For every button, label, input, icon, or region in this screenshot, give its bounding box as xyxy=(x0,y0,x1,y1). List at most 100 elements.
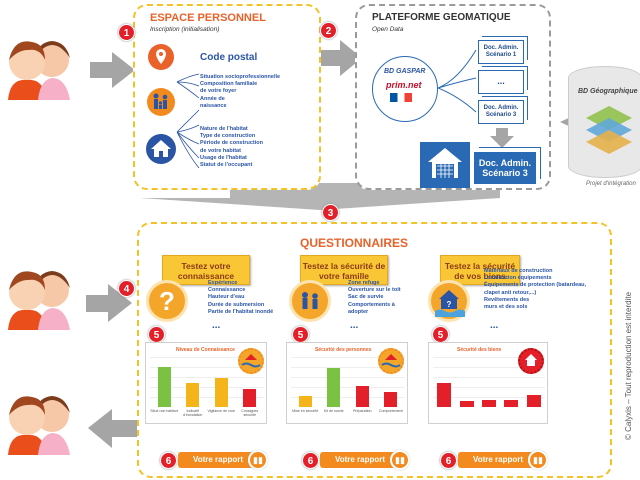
chart-tick-label: Vigilance de crue xyxy=(207,409,235,413)
plateforme-title: PLATEFORME GEOMATIQUE xyxy=(372,12,511,23)
house-logo-square xyxy=(420,142,470,188)
list-item: Nature de l'habitat xyxy=(200,126,248,132)
users-illustration-bottom xyxy=(8,396,70,455)
gridline xyxy=(291,397,405,398)
list-item: Zone refuge xyxy=(348,280,380,286)
chart-tick-label: Kit de survie xyxy=(323,409,344,413)
good-seal-icon xyxy=(378,348,404,374)
gridline xyxy=(433,367,545,368)
copyright-text: © Calyxis – Tout reproduction est interd… xyxy=(624,291,633,440)
gridline xyxy=(291,387,405,388)
list-item: Localisation équipements xyxy=(484,275,552,282)
gridline xyxy=(150,387,264,388)
list-item: Période de construction de votre habitat xyxy=(200,140,263,154)
house-icon xyxy=(146,134,176,164)
list-item: Composition familiale de votre foyer xyxy=(200,81,258,95)
list-item: Matériaux de construction xyxy=(484,268,553,274)
step-4-badge: 4 xyxy=(118,280,135,297)
chart-title: Sécurité des personnes xyxy=(315,347,372,353)
chart-bar xyxy=(327,368,341,407)
bd-gaspar-circle xyxy=(372,56,438,122)
chart-bar xyxy=(459,401,474,407)
gridline xyxy=(150,377,264,378)
code-postal-label: Code postal xyxy=(200,52,258,63)
gridline xyxy=(433,377,545,378)
chart-bar xyxy=(157,367,171,407)
list-item: Année de naissance xyxy=(200,95,227,109)
doc-admin-big: Doc. Admin. Scénario 3 xyxy=(474,152,536,184)
bd-geo-caption: Projet d'intégration xyxy=(586,181,636,187)
gridline xyxy=(291,357,405,358)
users-illustration-top xyxy=(8,41,70,100)
chart-plot xyxy=(291,357,405,407)
gridline xyxy=(433,357,545,358)
bad-seal-icon xyxy=(518,348,544,374)
chart-tick-label: Situé non habitué xyxy=(150,409,179,413)
gridline xyxy=(291,377,405,378)
location-pin-icon xyxy=(148,44,174,70)
doc-admin-1: Doc. Admin. Scénario 1 xyxy=(478,40,524,64)
step-6-badge: 6 xyxy=(160,452,177,469)
chart-tick-label: Consignes sécurité xyxy=(241,409,259,418)
book-icon: ▮▮ xyxy=(528,450,548,470)
list-item: Hauteur d'eau xyxy=(208,294,245,301)
votre-rapport-button[interactable]: Votre rapport xyxy=(178,452,258,468)
list-item: Sac de survie xyxy=(348,294,384,301)
ellipsis: ... xyxy=(490,320,499,331)
habitat-list: Nature de l'habitat Type de construction… xyxy=(200,126,266,169)
question-icon: ? xyxy=(146,280,188,322)
chart-bar xyxy=(243,389,257,407)
chart-xlabels xyxy=(429,409,549,423)
espace-personnel-subtitle: Inscription (initialisation) xyxy=(150,26,220,33)
step-5-badge: 5 xyxy=(292,326,309,343)
good-seal-icon xyxy=(238,348,264,374)
list-item: Expérience xyxy=(208,280,238,286)
doc-admin-3: Doc. Admin. Scénario 3 xyxy=(478,100,524,124)
step-2-badge: 2 xyxy=(320,22,337,39)
famille-list: Zone refuge Ouverture sur le toit Sac de… xyxy=(348,280,401,316)
votre-rapport-button[interactable]: Votre rapport xyxy=(458,452,538,468)
chart-bar xyxy=(482,399,496,407)
chart-bar xyxy=(214,378,228,407)
step-5-badge: 5 xyxy=(432,326,449,343)
connaissance-list: Expérience Connaissance Hauteur d'eau Du… xyxy=(208,280,273,316)
list-item: Connaissance xyxy=(208,287,246,294)
foyer-list: Situation socioprofessionnelle Compositi… xyxy=(200,74,280,110)
flag-logo xyxy=(390,93,412,102)
doc-admin-2: ... xyxy=(478,70,524,94)
chart-title: Niveau de Connaissance xyxy=(176,347,235,353)
chart-tick-label: Mise en sécurité xyxy=(292,409,319,413)
chart-bar xyxy=(504,400,519,407)
biens-list: Matériaux de construction Localisation é… xyxy=(484,268,596,311)
gridline xyxy=(291,367,405,368)
list-item: Durée de submersion xyxy=(208,301,265,308)
chart-xlabels: Mise en sécurité Kit de survie Préparation… xyxy=(287,409,409,423)
espace-personnel-title: ESPACE PERSONNEL xyxy=(150,12,266,24)
doc-connector-lines xyxy=(438,49,477,113)
plateforme-subtitle: Open Data xyxy=(372,26,404,33)
gridline xyxy=(433,397,545,398)
chart-tick-label: Indicatif d'inondation xyxy=(183,409,203,418)
chart-tick-label: Préparation xyxy=(352,409,372,413)
prim-net-logo: prim.net xyxy=(386,80,422,90)
book-icon: ▮▮ xyxy=(390,450,410,470)
chart-title: Sécurité des biens xyxy=(457,347,502,353)
chart-tick-label: Comportement xyxy=(378,409,403,413)
step-1-badge: 1 xyxy=(118,24,135,41)
family-safety-icon xyxy=(289,280,331,322)
votre-rapport-button[interactable]: Votre rapport xyxy=(320,452,400,468)
list-item: Comportements à adopter xyxy=(348,301,395,315)
book-icon: ▮▮ xyxy=(248,450,268,470)
bracket-lines xyxy=(176,73,200,169)
svg-text:?: ? xyxy=(447,300,452,309)
down-arrow xyxy=(490,128,514,148)
map-layers-icon xyxy=(586,106,632,154)
chart-bar xyxy=(437,383,452,407)
bd-geo-title: BD Géographique xyxy=(578,88,638,95)
gridline xyxy=(150,397,264,398)
list-item: Partie de l'habitat inondé xyxy=(208,308,274,315)
testez-connaissance-heading: Testez votre connaissance xyxy=(162,255,250,285)
list-item: Usage de l'habitat xyxy=(200,154,247,161)
step-3-badge: 3 xyxy=(322,204,339,221)
list-item: Revêtements des murs et des sols xyxy=(484,296,530,311)
